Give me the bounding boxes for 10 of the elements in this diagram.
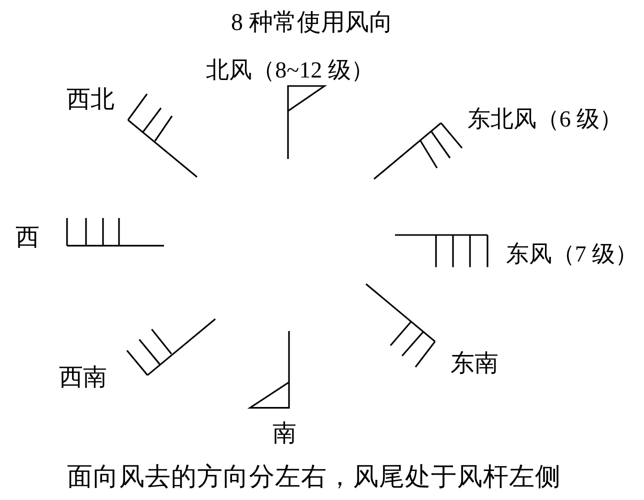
direction-label: 东北风（6 级） xyxy=(467,106,623,132)
title: 8 种常使用风向 xyxy=(231,10,393,36)
direction-label: 西北 xyxy=(66,86,114,114)
direction-label: 东风（7 级） xyxy=(506,241,638,267)
direction-label: 北风（8~12 级） xyxy=(206,57,374,83)
direction-label: 西 xyxy=(16,224,40,251)
direction-label: 南 xyxy=(272,420,296,447)
direction-label: 西南 xyxy=(59,364,107,392)
caption: 面向风去的方向分左右，风尾处于风杆左侧 xyxy=(67,462,561,491)
direction-label: 东南 xyxy=(450,350,498,378)
